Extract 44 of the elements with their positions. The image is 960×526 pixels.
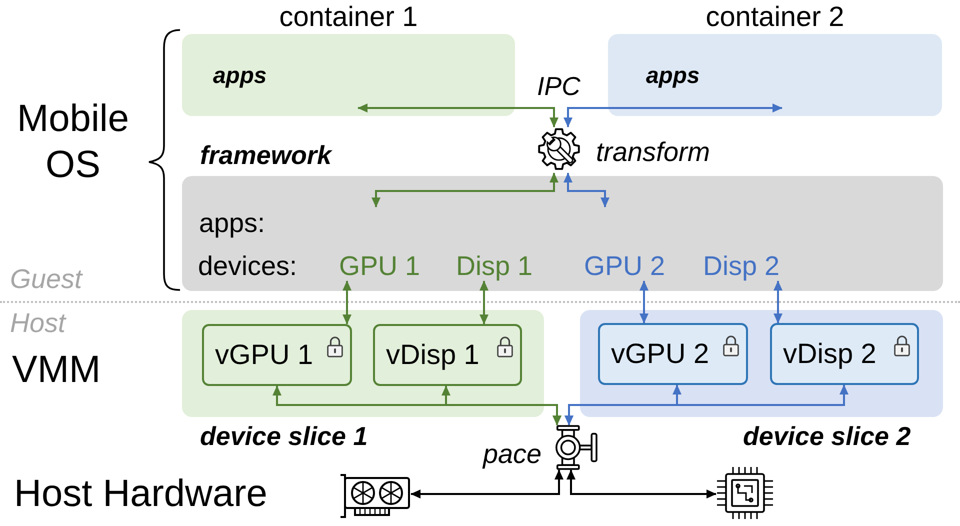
double-arrow (372, 172, 558, 208)
device-box (202, 324, 352, 386)
device-name: GPU 2 (584, 251, 666, 281)
device-label: vDisp 2 (783, 337, 876, 371)
slice-title: device slice 1 (200, 420, 368, 452)
chip-icon (716, 466, 774, 520)
double-arrow (342, 280, 352, 324)
icon-caption: transform (596, 136, 710, 168)
panel-label: apps (646, 61, 700, 90)
double-arrow (564, 104, 782, 128)
annotation-label: IPC (537, 70, 580, 102)
gear-wrench-icon (536, 127, 582, 173)
device-box (373, 324, 522, 386)
device-box (598, 323, 748, 385)
device-name: GPU 1 (339, 251, 420, 281)
device-label: vGPU 2 (611, 337, 710, 371)
double-arrow (442, 386, 562, 426)
double-arrow (564, 384, 848, 426)
double-arrow (566, 470, 716, 498)
layer-label: Host Hardware (14, 472, 268, 516)
container-title: container 2 (706, 0, 844, 34)
layer-title: framework (200, 139, 332, 172)
row-label: apps: (199, 208, 266, 238)
icon-caption: pace (483, 438, 542, 470)
double-arrow (410, 470, 564, 498)
panel-label: apps (213, 61, 267, 90)
domain-label: Host (10, 307, 66, 339)
container-title: container 1 (279, 0, 418, 34)
double-arrow (358, 104, 558, 128)
device-label: vGPU 1 (215, 338, 314, 372)
layer-label: Mobile OS (16, 97, 130, 188)
domain-label: Guest (10, 263, 82, 295)
graphics-card-icon (339, 474, 411, 518)
device-box (770, 323, 919, 385)
double-arrow (640, 280, 648, 324)
layer-label: VMM (12, 348, 101, 392)
double-arrow (480, 280, 488, 324)
slice-title: device slice 2 (743, 420, 911, 452)
row-label: devices: (198, 251, 298, 281)
device-name: Disp 1 (456, 251, 533, 281)
device-name: Disp 2 (703, 251, 780, 281)
double-arrow (774, 280, 782, 324)
double-arrow (564, 172, 610, 208)
device-label: vDisp 1 (386, 338, 480, 372)
